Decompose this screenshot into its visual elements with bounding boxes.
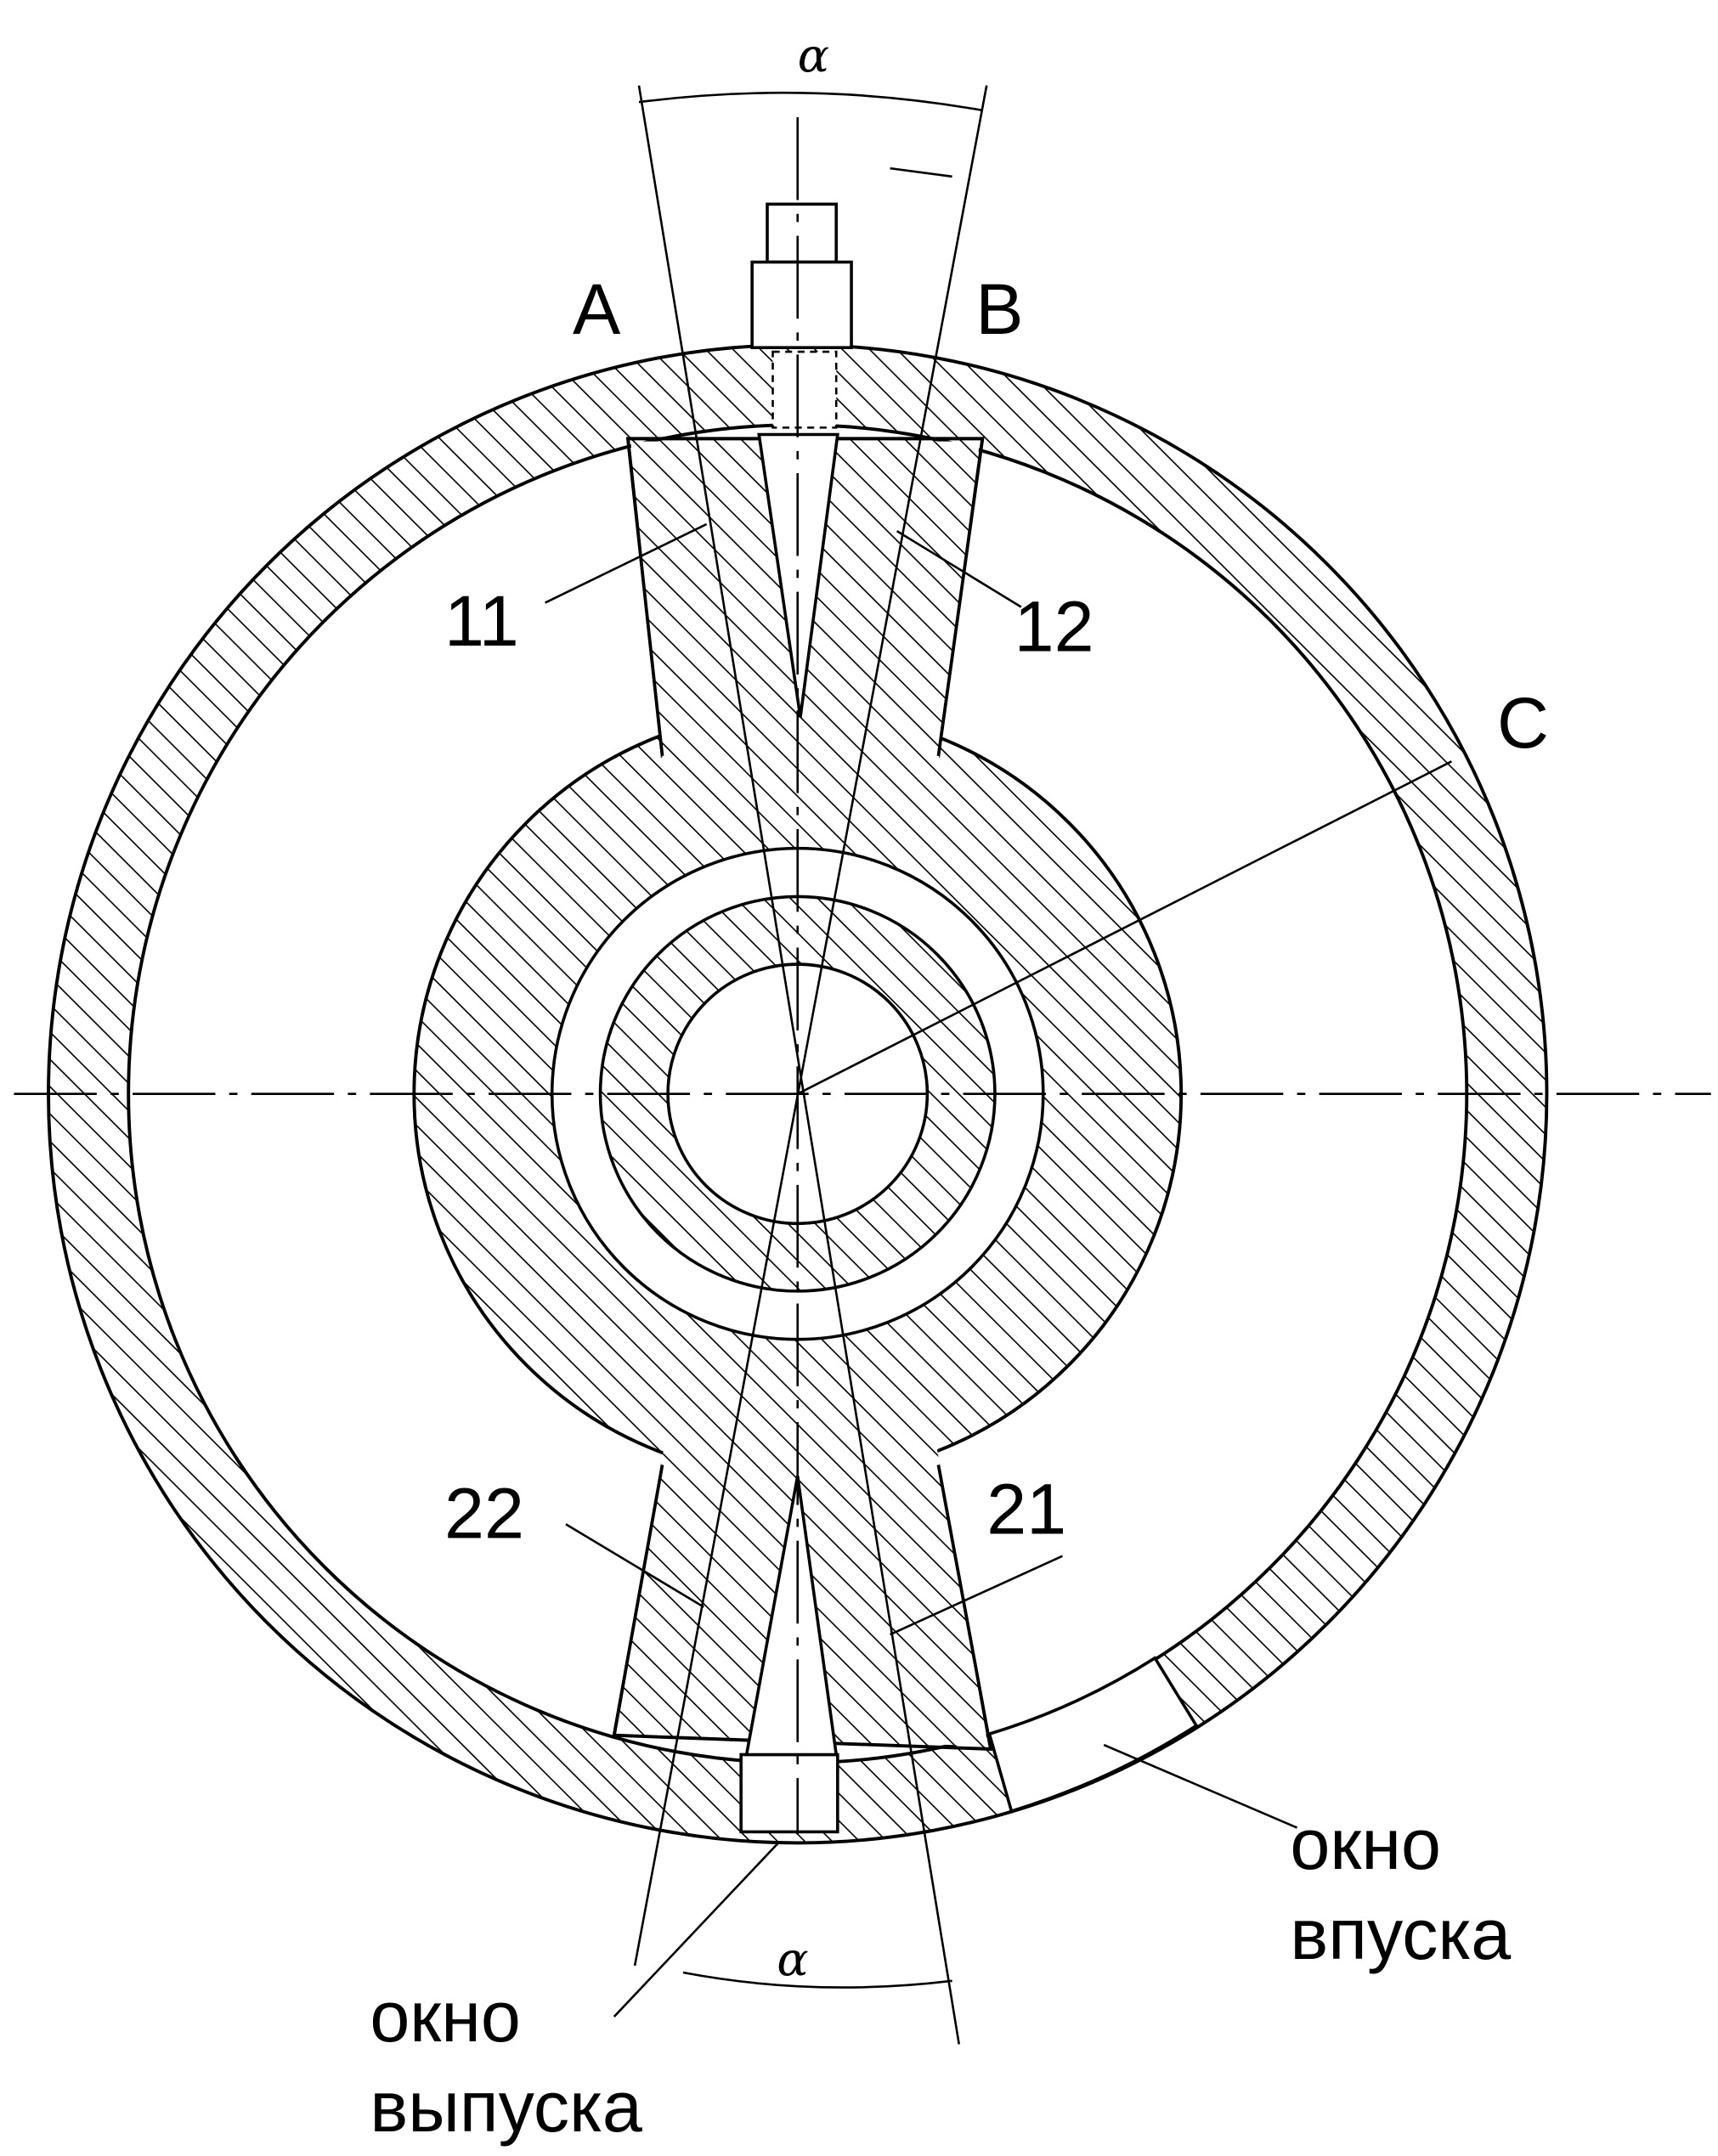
label-c: C	[1497, 683, 1549, 763]
plug-head	[766, 202, 838, 264]
plug-thread	[771, 350, 838, 429]
leader-intake	[1103, 1743, 1298, 1829]
lower-vane-gap	[744, 1476, 839, 1757]
label-a: A	[573, 269, 621, 349]
label-b: B	[975, 269, 1023, 349]
intake-label-line1: окно	[1290, 1804, 1440, 1884]
label-22: 22	[444, 1474, 524, 1554]
angle-dimension-bottom	[682, 1971, 952, 1989]
label-21: 21	[986, 1470, 1066, 1549]
exhaust-label-line2: выпуска	[370, 2067, 642, 2147]
leader-21	[889, 1555, 1064, 1636]
angle-arrow-top	[890, 166, 952, 178]
leader-exhaust	[613, 1840, 781, 2018]
intake-label-line2: впуска	[1290, 1894, 1511, 1974]
angle-label-bottom: α	[777, 1933, 808, 1987]
plug-body	[750, 260, 853, 349]
leader-12	[896, 530, 1022, 608]
label-12: 12	[1014, 586, 1094, 666]
angle-line-b	[633, 85, 988, 1967]
leader-22	[565, 1523, 704, 1608]
angle-label-top: α	[798, 29, 829, 83]
leader-c	[797, 760, 1453, 1095]
angle-dimension-top	[638, 91, 983, 112]
leader-11	[545, 522, 708, 604]
intake-window	[987, 1656, 1199, 1814]
exhaust-window	[739, 1752, 839, 1834]
angle-line-a	[637, 85, 961, 2045]
exhaust-label-line1: окно	[370, 1977, 520, 2057]
label-11: 11	[444, 581, 519, 661]
